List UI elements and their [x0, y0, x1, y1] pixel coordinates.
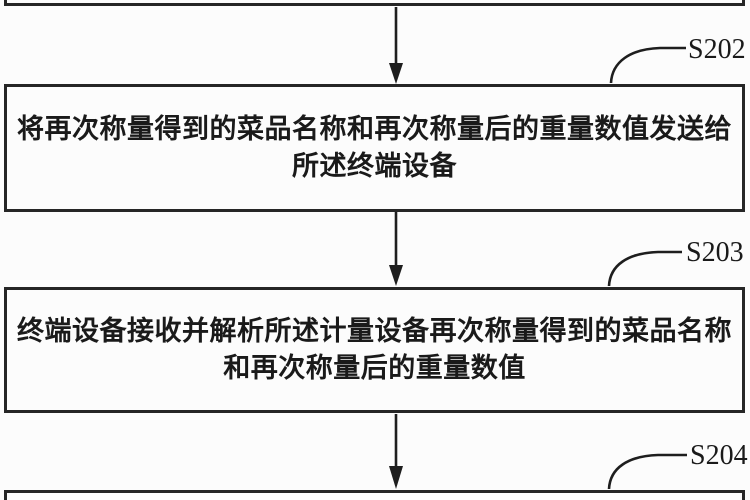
flow-box-s202-text-line1: 将再次称量得到的菜品名称和再次称量后的重量数值发送给 — [17, 114, 732, 144]
flow-box-s203-text-line2: 和再次称量后的重量数值 — [223, 353, 526, 383]
step-label-s204: S204 — [690, 440, 748, 471]
flow-box-s202-text-line2: 所述终端设备 — [292, 151, 457, 181]
flow-box-s203-text-line1: 终端设备接收并解析所述计量设备再次称量得到的菜品名称 — [17, 316, 732, 346]
leader-line-s202 — [609, 46, 686, 84]
leader-line-s204 — [607, 453, 687, 490]
flow-box-top-partial — [4, 0, 745, 6]
flow-box-s202: 将再次称量得到的菜品名称和再次称量后的重量数值发送给 所述终端设备 — [4, 84, 745, 212]
step-label-s202: S202 — [688, 34, 746, 65]
flow-box-s203: 终端设备接收并解析所述计量设备再次称量得到的菜品名称 和再次称量后的重量数值 — [4, 287, 745, 413]
leader-line-s203 — [607, 250, 682, 287]
flow-box-s204-partial — [4, 490, 745, 500]
step-label-s203: S203 — [686, 237, 744, 268]
arrow-down-1 — [389, 7, 403, 84]
arrow-down-3 — [389, 414, 403, 489]
arrow-down-2 — [389, 212, 403, 286]
